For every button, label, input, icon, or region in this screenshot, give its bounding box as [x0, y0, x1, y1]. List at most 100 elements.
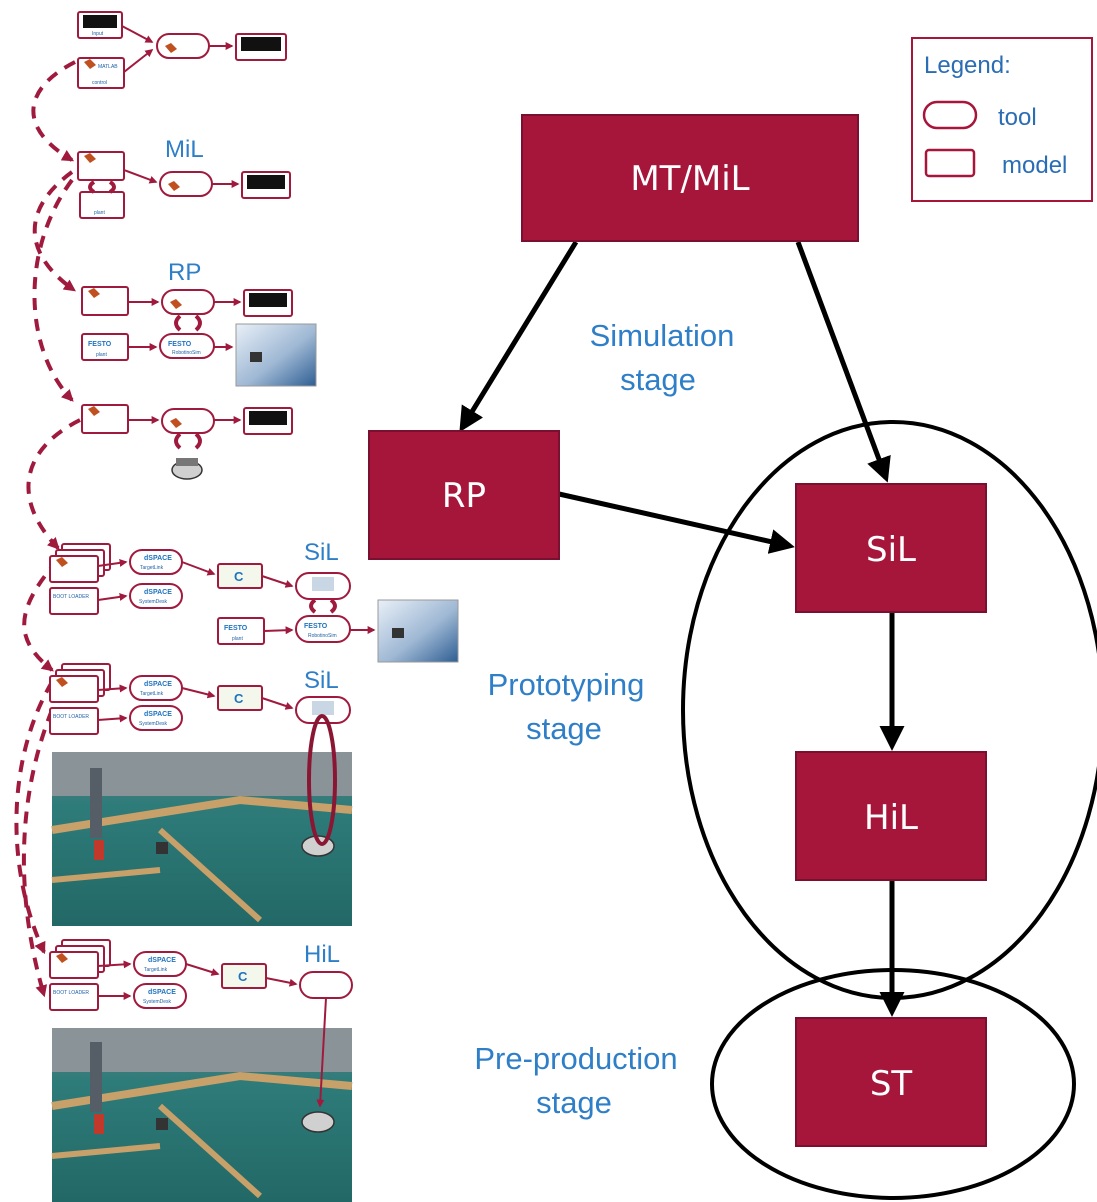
- pipeline-row-1: Input MATLAB control: [77, 11, 287, 89]
- sil-1-sim-tool-logo: FESTO: [304, 623, 328, 630]
- hil-link-3: [185, 963, 220, 976]
- sil-1-targetlink-logo: dSPACE: [144, 555, 172, 562]
- hil-bootloader: [49, 983, 99, 1011]
- sil-2-label: SiL: [304, 667, 339, 694]
- robot-output-screen: [249, 411, 287, 425]
- hil-targetlink-label: TargetLink: [144, 967, 168, 973]
- sil-1-c-code-label: C: [234, 569, 244, 584]
- sil-1-link-3: [181, 561, 216, 576]
- sil-2-photo-post: [90, 768, 102, 838]
- rp-tool: [161, 289, 215, 315]
- legend-tool-label: tool: [998, 104, 1037, 131]
- mil-plant-model: [79, 191, 125, 219]
- node-rp-box: [368, 430, 560, 560]
- hil-photo-rail-2: [157, 1103, 263, 1199]
- legend-title: Legend:: [924, 52, 1011, 79]
- hil-systemdesk-logo: dSPACE: [148, 989, 176, 996]
- node-rp-label: RP: [442, 476, 486, 516]
- node-st: ST: [795, 1017, 987, 1147]
- sil-1-sim-screenshot: [377, 599, 459, 663]
- simulation-stage-line-2: stage: [620, 362, 696, 397]
- sil-1-targetlink-label: TargetLink: [140, 565, 164, 571]
- node-sil: SiL: [795, 483, 987, 613]
- rp-tool-icon: [170, 299, 182, 309]
- sil-1-plant-festo: FESTO: [224, 625, 248, 632]
- node-hil-label: HiL: [864, 798, 918, 838]
- prototyping-stage-line-1: Prototyping: [488, 667, 645, 702]
- legend-model-label: model: [1002, 152, 1067, 179]
- hil-link-1: [97, 960, 132, 969]
- sil-1-emulator-icon: [312, 577, 334, 591]
- node-hil-box: [795, 751, 987, 881]
- node-sil-label: SiL: [866, 530, 916, 570]
- sil-2-emulator-icon: [312, 701, 334, 715]
- prototyping-stage-line-2: stage: [526, 711, 602, 746]
- hil-bootloader-label: BOOT LOADER: [53, 990, 89, 996]
- control-model-label: control: [92, 80, 107, 86]
- sil-2-bootloader: [49, 707, 99, 735]
- hil-link-4: [265, 977, 298, 987]
- sil-2-link-2: [97, 714, 128, 723]
- rp-loop-icon: [174, 314, 202, 332]
- rp-sim-robot-icon: [250, 352, 262, 362]
- sil-1-link-2: [97, 592, 128, 601]
- hil-photo-robot-icon: [301, 1111, 335, 1133]
- preproduction-stage-line-1: Pre-production: [474, 1041, 677, 1076]
- rp-label: RP: [168, 259, 201, 286]
- rp-output-screen: [249, 293, 287, 307]
- preproduction-stage-line-2: stage: [536, 1085, 612, 1120]
- sil-2-bootloader-label: BOOT LOADER: [53, 714, 89, 720]
- hil-targetlink-logo: dSPACE: [148, 957, 176, 964]
- arrow-mt-to-rp: [459, 240, 579, 433]
- hil-photo-red-marker: [94, 1114, 104, 1134]
- sil-2-c-code-label: C: [234, 691, 244, 706]
- node-st-box: [795, 1017, 987, 1147]
- sil-1-sim-robot-icon: [392, 628, 404, 638]
- robot-top-icon: [176, 458, 198, 466]
- sil-2-systemdesk-logo: dSPACE: [144, 711, 172, 718]
- hil-photo-object: [156, 1118, 168, 1130]
- mil-control-icon: [84, 153, 96, 163]
- sil-1-link-4: [261, 575, 294, 588]
- sil-2-loop-ellipse: [307, 714, 337, 846]
- pipeline-row-hil: HiL BOOT LOADER dSPACE TargetLink dSPACE…: [49, 939, 353, 1202]
- sil-2-photo-rail-2: [157, 827, 263, 923]
- hil-photo-post: [90, 1042, 102, 1112]
- pipeline-dashed-links: [14, 60, 81, 998]
- row1-link-control: [123, 49, 154, 73]
- flow-arrows: [459, 240, 905, 1017]
- sil-1-systemdesk-logo: dSPACE: [144, 589, 172, 596]
- sil-2-link-3: [181, 687, 216, 699]
- hil-systemdesk: [133, 983, 187, 1009]
- arrow-rp-to-sil: [558, 491, 795, 554]
- hil-photo-rail-1: [51, 1071, 353, 1110]
- robot-control-icon: [88, 406, 100, 416]
- mil-loop-icon: [88, 180, 116, 194]
- mil-tool: [159, 171, 213, 197]
- node-mt-mil-label: MT/MiL: [630, 159, 749, 199]
- sil-1-label: SiL: [304, 539, 339, 566]
- control-model-tool: MATLAB: [98, 64, 118, 70]
- mil-label: MiL: [165, 136, 204, 163]
- sil-2-systemdesk: [129, 705, 183, 731]
- robot-loop-icon: [174, 432, 202, 450]
- robot-tool-icon: [170, 418, 182, 428]
- matlab-logo-icon: [84, 59, 96, 69]
- node-mt-mil-box: [521, 114, 859, 242]
- sil-1-sim-tool-label: RobotinoSim: [308, 633, 337, 639]
- dashed-link-2: [32, 170, 76, 292]
- hil-photo-rail-3: [51, 1143, 161, 1159]
- node-sil-box: [795, 483, 987, 613]
- sil-1-systemdesk: [129, 583, 183, 609]
- mil-plant-label: plant: [94, 210, 105, 216]
- sil-1-plant-label: plant: [232, 636, 243, 642]
- sil-1-loop-icon: [309, 598, 337, 614]
- hil-flash-link: [316, 997, 327, 1108]
- rp-plant-label: plant: [96, 352, 107, 358]
- hil-systemdesk-label: SystemDesk: [143, 999, 172, 1005]
- sil-2-targetlink-label: TargetLink: [140, 691, 164, 697]
- sil-2-photo-object: [156, 842, 168, 854]
- prototyping-stage-label: Prototyping stage: [488, 667, 645, 746]
- arrow-mt-to-sil: [795, 241, 891, 483]
